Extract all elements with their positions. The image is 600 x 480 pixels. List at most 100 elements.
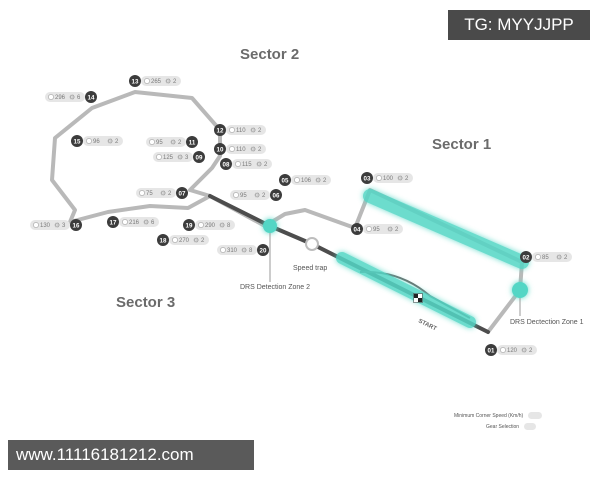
turn-06-gear: 2 [262, 193, 266, 199]
speedometer-icon [535, 254, 541, 260]
turn-01-marker: 120⚙201 [485, 344, 537, 356]
turn-08-speed: 115 [242, 162, 252, 168]
turn-06-speed: 95 [240, 193, 247, 199]
turn-17-speed: 216 [129, 220, 140, 226]
turn-19-gear: 8 [227, 223, 231, 229]
turn-18-badge [157, 234, 169, 246]
turn-10-number: 10 [217, 146, 224, 153]
turn-01-info-pill [497, 345, 537, 355]
turn-01-number: 01 [488, 347, 495, 354]
turn-15-badge [71, 135, 83, 147]
drs-zone-1 [363, 189, 529, 269]
turn-18-info-pill [169, 235, 209, 245]
drs2-label: DRS Detection Zone 2 [240, 284, 310, 291]
speedometer-icon [233, 192, 239, 198]
turn-19-number: 19 [186, 222, 193, 229]
turn-14-gear: 6 [77, 95, 81, 101]
turn-11-info-pill [146, 137, 186, 147]
turn-04-number: 04 [354, 226, 361, 233]
speedometer-icon [139, 190, 145, 196]
gear-icon: ⚙ [250, 145, 256, 153]
turn-07-gear: 2 [168, 191, 172, 197]
turn-19-info-pill [195, 220, 235, 230]
turn-10-gear: 2 [258, 147, 262, 153]
turn-20-gear: 8 [249, 248, 253, 254]
turn-16-badge [70, 219, 82, 231]
turn-20-badge [257, 244, 269, 256]
turn-12-marker: 110⚙212 [214, 124, 266, 136]
legend-min-speed-label: Minimum Corner Speed (Km/h) [454, 413, 524, 419]
drs-zone-2 [336, 252, 476, 328]
turn-18-number: 18 [160, 237, 167, 244]
legend: Minimum Corner Speed (Km/h) Gear Selecti… [454, 412, 542, 430]
speedometer-icon [122, 219, 128, 225]
turn-20-number: 20 [260, 247, 267, 254]
turn-17-gear: 6 [151, 220, 155, 226]
speedometer-icon [86, 138, 92, 144]
turn-16-info-pill [30, 220, 70, 230]
turn-04-gear: 2 [395, 227, 399, 233]
gear-icon: ⚙ [170, 138, 176, 146]
speedometer-icon [198, 222, 204, 228]
turn-20-marker: 310⚙8 20 [217, 244, 269, 256]
turn-09-gear: 3 [185, 155, 189, 161]
speedometer-icon [156, 154, 162, 160]
turn-07-number: 07 [179, 190, 186, 197]
turn-15-number: 15 [74, 138, 81, 145]
turn-01-speed: 120 [507, 348, 518, 354]
turn-11-badge [186, 136, 198, 148]
turn-12-number: 12 [217, 127, 224, 134]
speedometer-icon [376, 175, 382, 181]
turn-01-gear: 2 [529, 348, 533, 354]
gear-icon: ⚙ [397, 174, 403, 182]
turn-03-number: 03 [364, 175, 371, 182]
turn-03-marker: 100⚙203 [361, 172, 413, 184]
turn-08-marker: 115⚙208 [220, 158, 272, 170]
turn-14-speed: 296 [55, 95, 66, 101]
speedometer-icon [229, 146, 235, 152]
turn-17-marker: 216⚙617 [107, 216, 159, 228]
speedometer-icon [144, 78, 150, 84]
speed-trap-marker [305, 237, 319, 251]
turn-11-gear: 2 [178, 140, 182, 146]
speedometer-icon [33, 222, 39, 228]
turn-04-marker: 95⚙204 [351, 223, 403, 235]
turn-13-gear: 2 [173, 79, 177, 85]
turn-16-number: 16 [73, 222, 80, 229]
gear-icon: ⚙ [143, 218, 149, 226]
turn-02-badge [520, 251, 532, 263]
turn-20-speed: 310 [227, 248, 238, 254]
turn-02-gear: 2 [564, 255, 568, 261]
turn-12-gear: 2 [258, 128, 262, 134]
speedometer-icon [229, 127, 235, 133]
turn-03-speed: 100 [383, 176, 394, 182]
turn-14-number: 14 [88, 94, 95, 101]
turn-05-gear: 2 [323, 178, 327, 184]
sector-2-label: Sector 2 [240, 46, 300, 63]
legend-speed-swatch [528, 412, 542, 419]
turn-10-badge [214, 143, 226, 155]
turn-07-badge [176, 187, 188, 199]
speedometer-icon [48, 94, 54, 100]
turn-12-badge [214, 124, 226, 136]
watermark-top: TG: MYYJJPP [448, 10, 590, 40]
turn-06-info-pill [230, 190, 270, 200]
speedometer-icon [366, 226, 372, 232]
turn-09-info-pill [153, 152, 193, 162]
turn-13-badge [129, 75, 141, 87]
turn-12-speed: 110 [236, 128, 246, 134]
turn-07-speed: 75 [146, 191, 153, 197]
turn-04-info-pill [363, 224, 403, 234]
turn-04-speed: 95 [373, 227, 380, 233]
turn-05-info-pill [291, 175, 331, 185]
turn-18-gear: 2 [201, 238, 205, 244]
turn-10-speed: 110 [236, 147, 246, 153]
turn-20-info-pill [217, 245, 257, 255]
turn-10-marker: 110 ⚙2 10 [214, 143, 266, 155]
gear-icon: ⚙ [241, 246, 247, 254]
